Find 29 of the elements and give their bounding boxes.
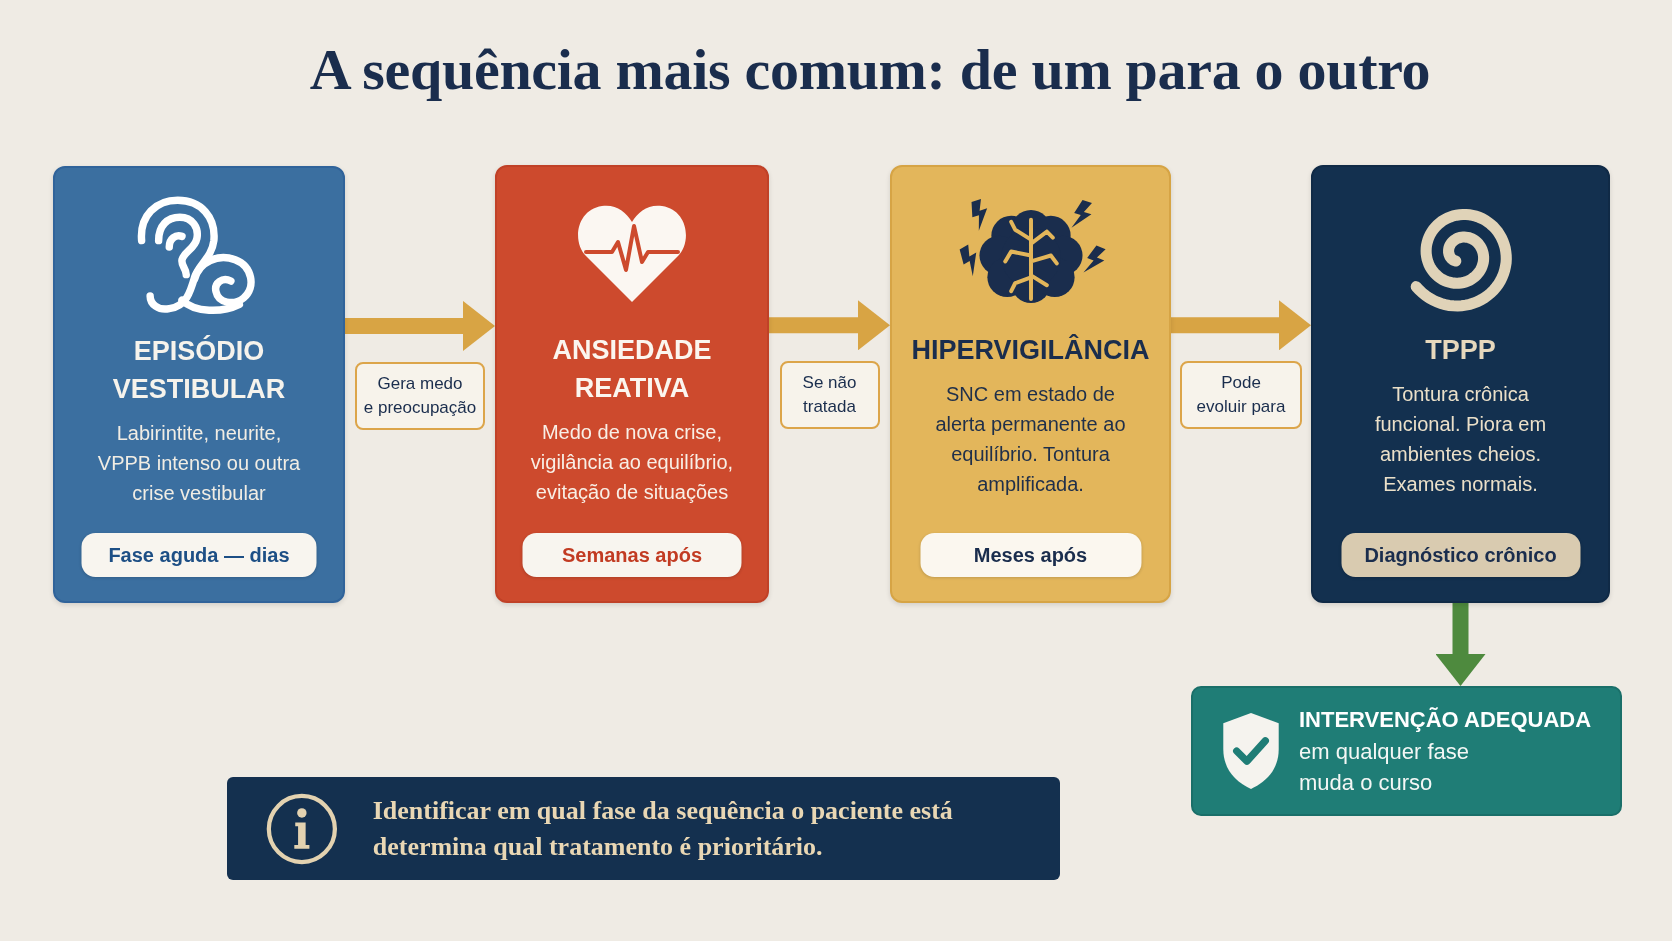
phase-tag: Diagnóstico crônico [1341, 533, 1580, 577]
intervention-panel [1191, 686, 1622, 816]
info-banner [227, 777, 1060, 880]
phase-tag: Meses após [920, 533, 1141, 577]
card-heading: ANSIEDADE REATIVA [551, 334, 713, 405]
phase-tag: Semanas após [522, 533, 742, 577]
card-heading: TPPP [1425, 334, 1496, 367]
edge-label: Gera medo e preocupação [355, 361, 485, 430]
panel-heading: INTERVENÇÃO ADEQUADA [1299, 706, 1592, 734]
card-description: Tontura crônica funcional. Piora em ambientes cheios. Exames normais. [1373, 382, 1548, 497]
arrow [1171, 300, 1311, 351]
card-description: Medo de nova crise, vigilância ao equilíbrio, evitação de situações [529, 420, 735, 505]
stage-card [1311, 165, 1610, 603]
card-heading: HIPERVIGILÂNCIA [911, 333, 1150, 367]
phase-tag: Fase aguda — dias [81, 533, 317, 577]
arrow [769, 300, 890, 351]
edge-label: Se não tratada [779, 361, 880, 430]
panel-text: em qualquer fase muda o curso [1299, 738, 1470, 797]
arrow [1435, 603, 1486, 686]
stage-card [495, 165, 769, 603]
stage-card [53, 166, 345, 603]
card-description: Labirintite, neurite, VPPB intenso ou outra crise vestibular [96, 421, 302, 506]
title: A sequência mais comum: de um para o outro [309, 37, 1431, 103]
stage-card [890, 165, 1171, 603]
arrow [345, 300, 495, 351]
edge-label: Pode evoluir para [1180, 361, 1302, 430]
card-heading: EPISÓDIO VESTIBULAR [111, 334, 287, 406]
card-description: SNC em estado de alerta permanente ao equilíbrio. Tontura amplificada. [934, 382, 1127, 497]
info-text: Identificar em qual fase da sequência o paciente está determina qual tratamento é prioritário. [372, 794, 954, 863]
